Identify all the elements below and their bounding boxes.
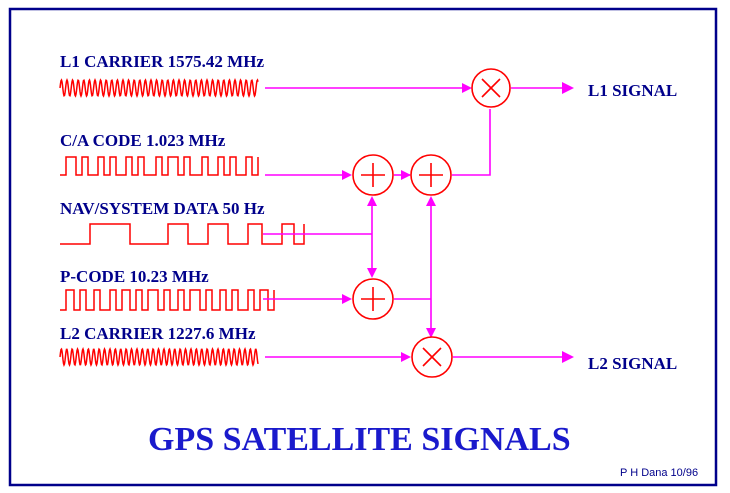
l2-carrier-label: L2 CARRIER 1227.6 MHz [60,324,256,343]
arrow-head-icon [401,170,411,180]
p-code-square-waveform [60,289,275,311]
arrow-head-icon [426,328,436,338]
l1-signal-label: L1 SIGNAL [588,81,677,100]
p-nav-adder-plus-icon [352,278,394,320]
p-code-label: P-CODE 10.23 MHz [60,267,209,286]
arrow-head-icon [562,351,574,363]
code-combine-adder-plus-icon [410,154,452,196]
arrow-head-icon [562,82,574,94]
arrow-head-icon [367,268,377,278]
diagram-title: GPS SATELLITE SIGNALS [148,421,571,458]
ca-code-square-waveform [60,156,259,176]
arrow-head-icon [367,196,377,206]
l1-mixer-multiply-icon [471,68,511,108]
l2-carrier-sine-waveform [59,346,259,368]
adder-to-l1-mixer-wire [452,109,491,176]
arrow-head-icon [462,83,472,93]
l2-mixer-multiply-icon [411,336,453,378]
ca-code-label: C/A CODE 1.023 MHz [60,131,226,150]
arrow-head-icon [342,170,352,180]
l1-carrier-label: L1 CARRIER 1575.42 MHz [60,52,264,71]
author-credit: P H Dana 10/96 [620,467,698,479]
nav-data-square-waveform [60,223,305,245]
arrow-head-icon [426,196,436,206]
l1-carrier-sine-waveform [59,78,259,98]
nav-data-label: NAV/SYSTEM DATA 50 Hz [60,199,265,218]
l2-signal-label: L2 SIGNAL [588,354,677,373]
diagram-frame [8,7,718,487]
ca-nav-adder-plus-icon [352,154,394,196]
arrow-head-icon [401,352,411,362]
arrow-head-icon [342,294,352,304]
